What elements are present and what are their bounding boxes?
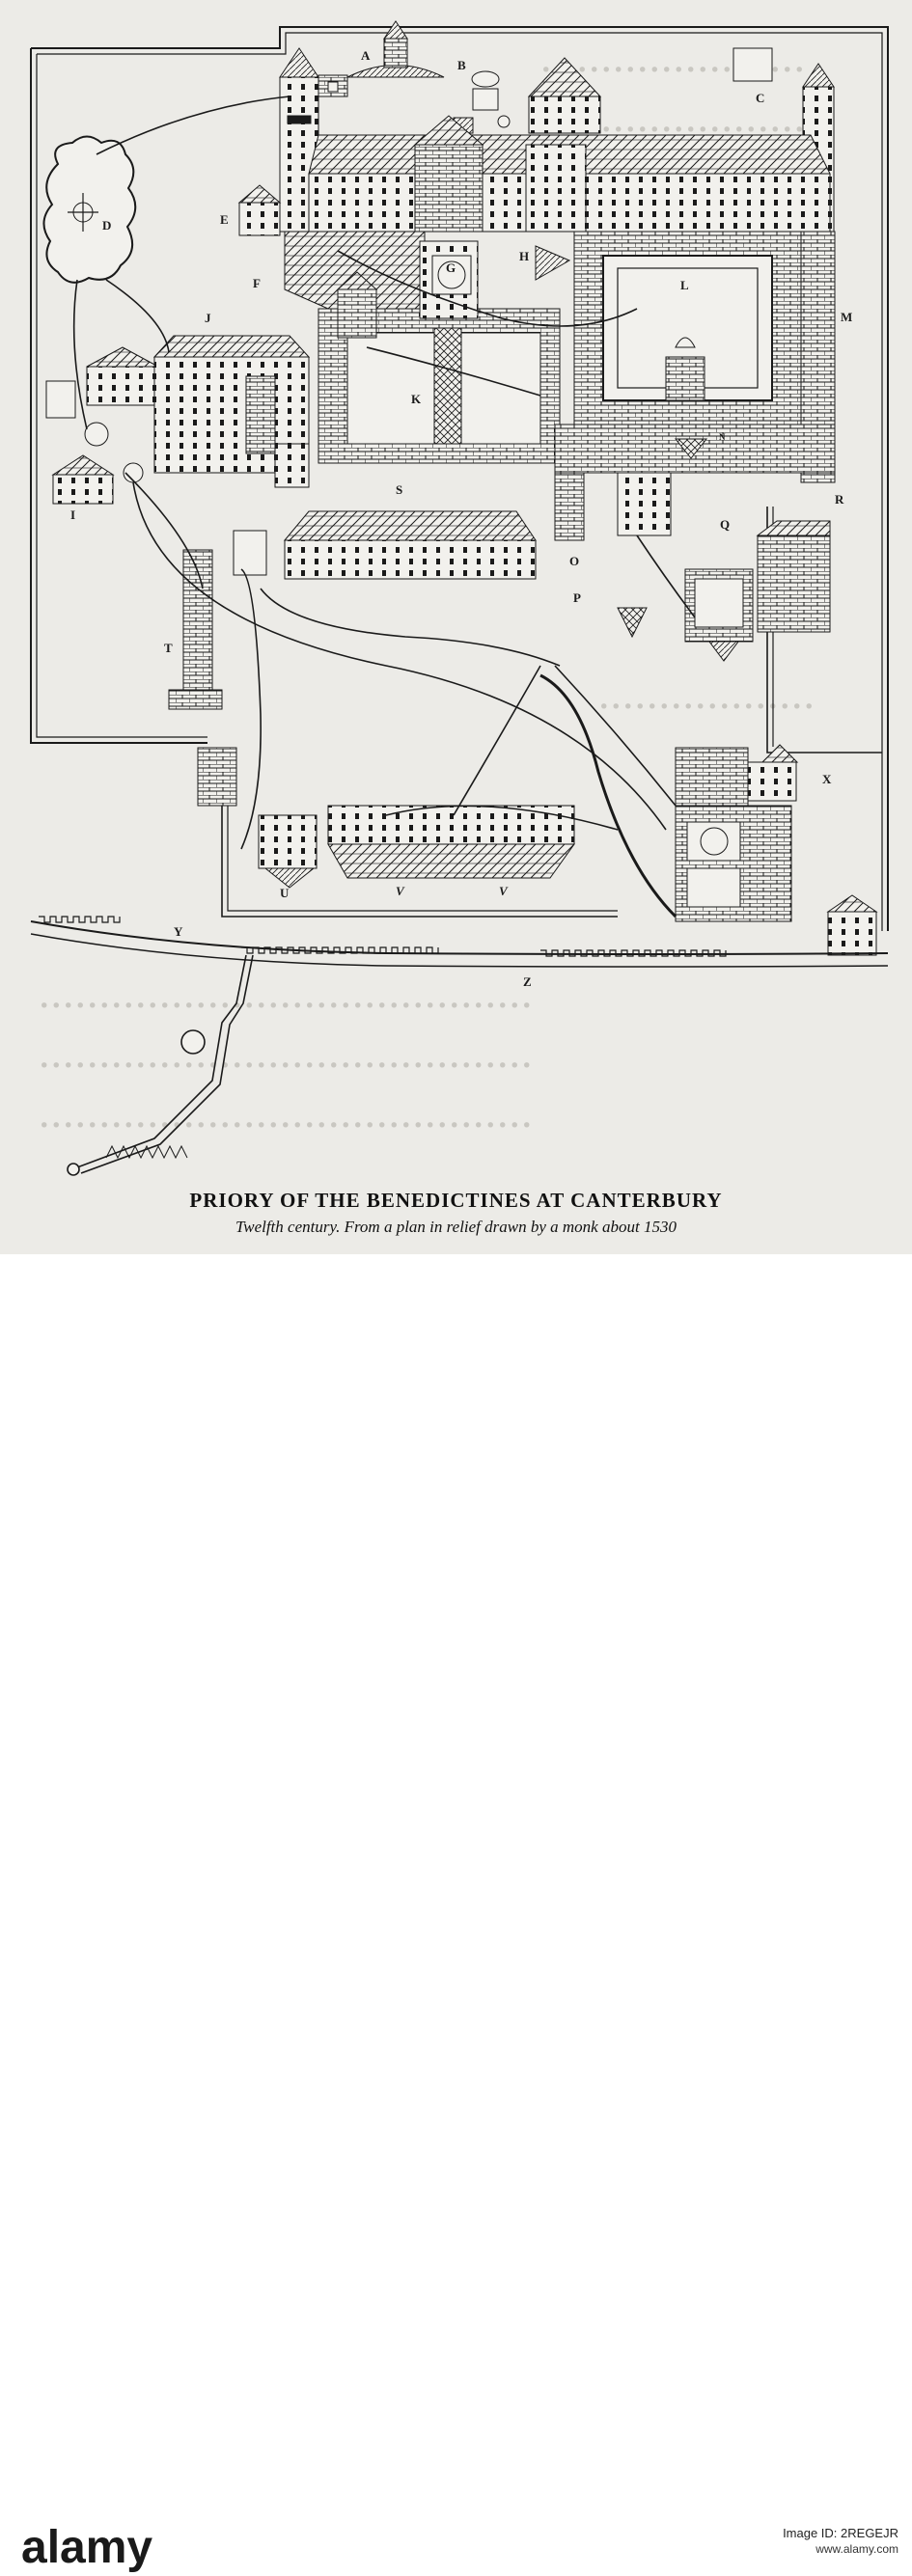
label-f: F (253, 276, 261, 290)
label-o: O (569, 554, 579, 568)
label-a: A (361, 48, 371, 63)
garden-d-pond (42, 135, 137, 284)
label-m: M (841, 310, 852, 324)
south-chapel (826, 894, 878, 956)
great-court-l (573, 231, 802, 425)
label-t: T (164, 641, 173, 655)
long-range-s (233, 510, 537, 580)
label-c: C (756, 91, 764, 105)
label-q: Q (720, 517, 730, 532)
building-e (237, 184, 282, 236)
stock-image-info: Image ID: 2REGEJR www.alamy.com (783, 2526, 898, 2557)
drain-outlet (67, 954, 254, 1176)
east-range-m (554, 231, 836, 483)
west-range-t (168, 549, 223, 710)
scanned-page: ...................... .................… (0, 0, 912, 1254)
building-a-dome (346, 20, 445, 78)
svg-text:alamy: alamy (21, 2522, 152, 2573)
stock-url: www.alamy.com (815, 2542, 898, 2556)
label-z: Z (523, 974, 532, 989)
label-v-right: V (499, 884, 509, 898)
infirmary-opq (554, 472, 754, 662)
south-range-uv (197, 747, 575, 889)
label-s: S (396, 482, 402, 497)
priory-plan-illustration: A B C D E F G H I J K L M N O P Q R S T … (30, 20, 889, 1176)
building-i-chapel (51, 454, 144, 505)
label-b: B (457, 58, 466, 72)
label-x: X (822, 772, 832, 786)
label-p: P (573, 590, 581, 605)
label-d: D (102, 218, 111, 233)
label-y: Y (174, 924, 183, 939)
label-v-left: V (396, 884, 405, 898)
label-n: N (719, 432, 726, 442)
north-gate (318, 74, 348, 97)
label-l: L (680, 278, 689, 292)
label-g: G (446, 260, 456, 275)
city-wall-yz (30, 916, 889, 968)
building-r (756, 520, 831, 633)
label-r: R (835, 492, 844, 507)
plan-letters: A B C D E F G H I J K L M N O P Q R S T … (70, 48, 852, 989)
alamy-logo: alamy (21, 2522, 152, 2573)
caption-subtitle: Twelfth century. From a plan in relief d… (235, 1218, 677, 1236)
label-u: U (280, 886, 290, 900)
building-b-water-tower (453, 70, 511, 134)
caption-title: PRIORY OF THE BENEDICTINES AT CANTERBURY (189, 1189, 723, 1212)
cloister-k (284, 231, 571, 464)
label-k: K (411, 392, 422, 406)
cathedral-nave (308, 115, 831, 233)
stock-footer: alamy Image ID: 2REGEJR www.alamy.com (0, 1254, 912, 2573)
label-j: J (205, 311, 211, 325)
image-id: Image ID: 2REGEJR (783, 2526, 898, 2540)
southeast-buildings-x (675, 744, 799, 922)
label-i: I (70, 507, 75, 522)
hall-range-j (45, 335, 311, 488)
building-c-pavilion (527, 47, 773, 134)
label-h: H (519, 249, 529, 263)
precinct-wall (30, 26, 889, 931)
label-e: E (220, 212, 229, 227)
water-conduits (72, 96, 696, 918)
